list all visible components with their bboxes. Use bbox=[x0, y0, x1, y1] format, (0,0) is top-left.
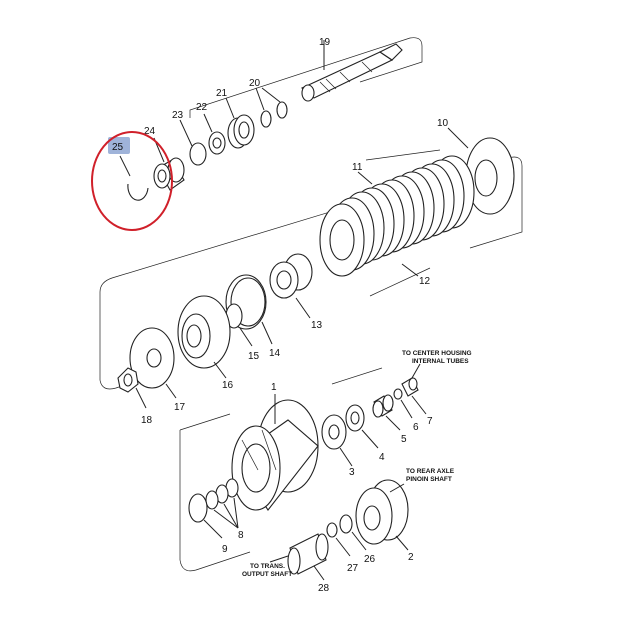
label-16: 16 bbox=[222, 380, 234, 391]
nut-18 bbox=[117, 367, 147, 409]
reaction-plate-10 bbox=[447, 127, 515, 215]
washer-22 bbox=[203, 113, 226, 155]
label-1: 1 bbox=[271, 382, 277, 393]
label-9: 9 bbox=[222, 544, 228, 555]
label-13: 13 bbox=[311, 320, 323, 331]
callout-center-housing-line2: INTERNAL TUBES bbox=[412, 358, 469, 365]
snap-ring-9 bbox=[188, 493, 223, 539]
thrust-washer-3 bbox=[321, 414, 353, 467]
label-25: 25 bbox=[112, 142, 124, 153]
spacers-8 bbox=[205, 478, 239, 529]
label-24: 24 bbox=[144, 126, 156, 137]
label-4: 4 bbox=[379, 452, 385, 463]
label-22: 22 bbox=[196, 102, 208, 113]
bushing-5 bbox=[372, 394, 401, 431]
side-gear-2 bbox=[355, 479, 409, 551]
label-7: 7 bbox=[427, 416, 433, 427]
input-shaft bbox=[300, 40, 403, 102]
label-26: 26 bbox=[364, 554, 376, 565]
clutch-pack bbox=[319, 149, 475, 297]
upper-group-border bbox=[189, 37, 423, 118]
ring-23 bbox=[179, 119, 207, 166]
washer-27 bbox=[326, 522, 351, 557]
label-21: 21 bbox=[216, 88, 228, 99]
label-2: 2 bbox=[408, 552, 414, 563]
callout-center-housing-line1: TO CENTER HOUSING bbox=[402, 350, 472, 357]
label-23: 23 bbox=[172, 110, 184, 121]
highlight-badge-25 bbox=[108, 137, 130, 154]
label-5: 5 bbox=[401, 434, 407, 445]
callout-rear-axle-line1: TO REAR AXLE bbox=[406, 468, 455, 475]
label-20: 20 bbox=[249, 78, 261, 89]
label-6: 6 bbox=[413, 422, 419, 433]
label-28: 28 bbox=[318, 583, 330, 594]
snap-ring-25 bbox=[119, 155, 149, 201]
callout-trans-output-line1: TO TRANS. bbox=[250, 563, 285, 570]
lower-group-border bbox=[179, 367, 383, 572]
plate-17 bbox=[129, 327, 177, 399]
snap-rings-20 bbox=[255, 87, 288, 128]
highlight-circle-25 bbox=[91, 131, 173, 231]
label-10: 10 bbox=[437, 118, 449, 129]
fitting-7 bbox=[401, 363, 427, 415]
label-12: 12 bbox=[419, 276, 431, 287]
label-18: 18 bbox=[141, 415, 153, 426]
callout-rear-axle-line2: PINOIN SHAFT bbox=[406, 476, 452, 483]
washer-4 bbox=[345, 404, 379, 449]
piston-16 bbox=[177, 295, 231, 379]
label-27: 27 bbox=[347, 563, 359, 574]
washer-26 bbox=[339, 514, 367, 551]
hub-13 bbox=[269, 253, 313, 319]
label-19: 19 bbox=[319, 37, 331, 48]
differential-case-1 bbox=[231, 394, 319, 511]
label-15: 15 bbox=[248, 351, 260, 362]
coupling-28 bbox=[287, 533, 329, 581]
ring-6 bbox=[393, 388, 413, 419]
label-14: 14 bbox=[269, 348, 281, 359]
label-8: 8 bbox=[238, 530, 244, 541]
bearing-21 bbox=[225, 97, 255, 149]
callout-trans-output-line2: OUTPUT SHAFT bbox=[242, 571, 292, 578]
label-3: 3 bbox=[349, 467, 355, 478]
seal-15 bbox=[225, 303, 253, 347]
label-17: 17 bbox=[174, 402, 186, 413]
label-11: 11 bbox=[352, 162, 363, 173]
